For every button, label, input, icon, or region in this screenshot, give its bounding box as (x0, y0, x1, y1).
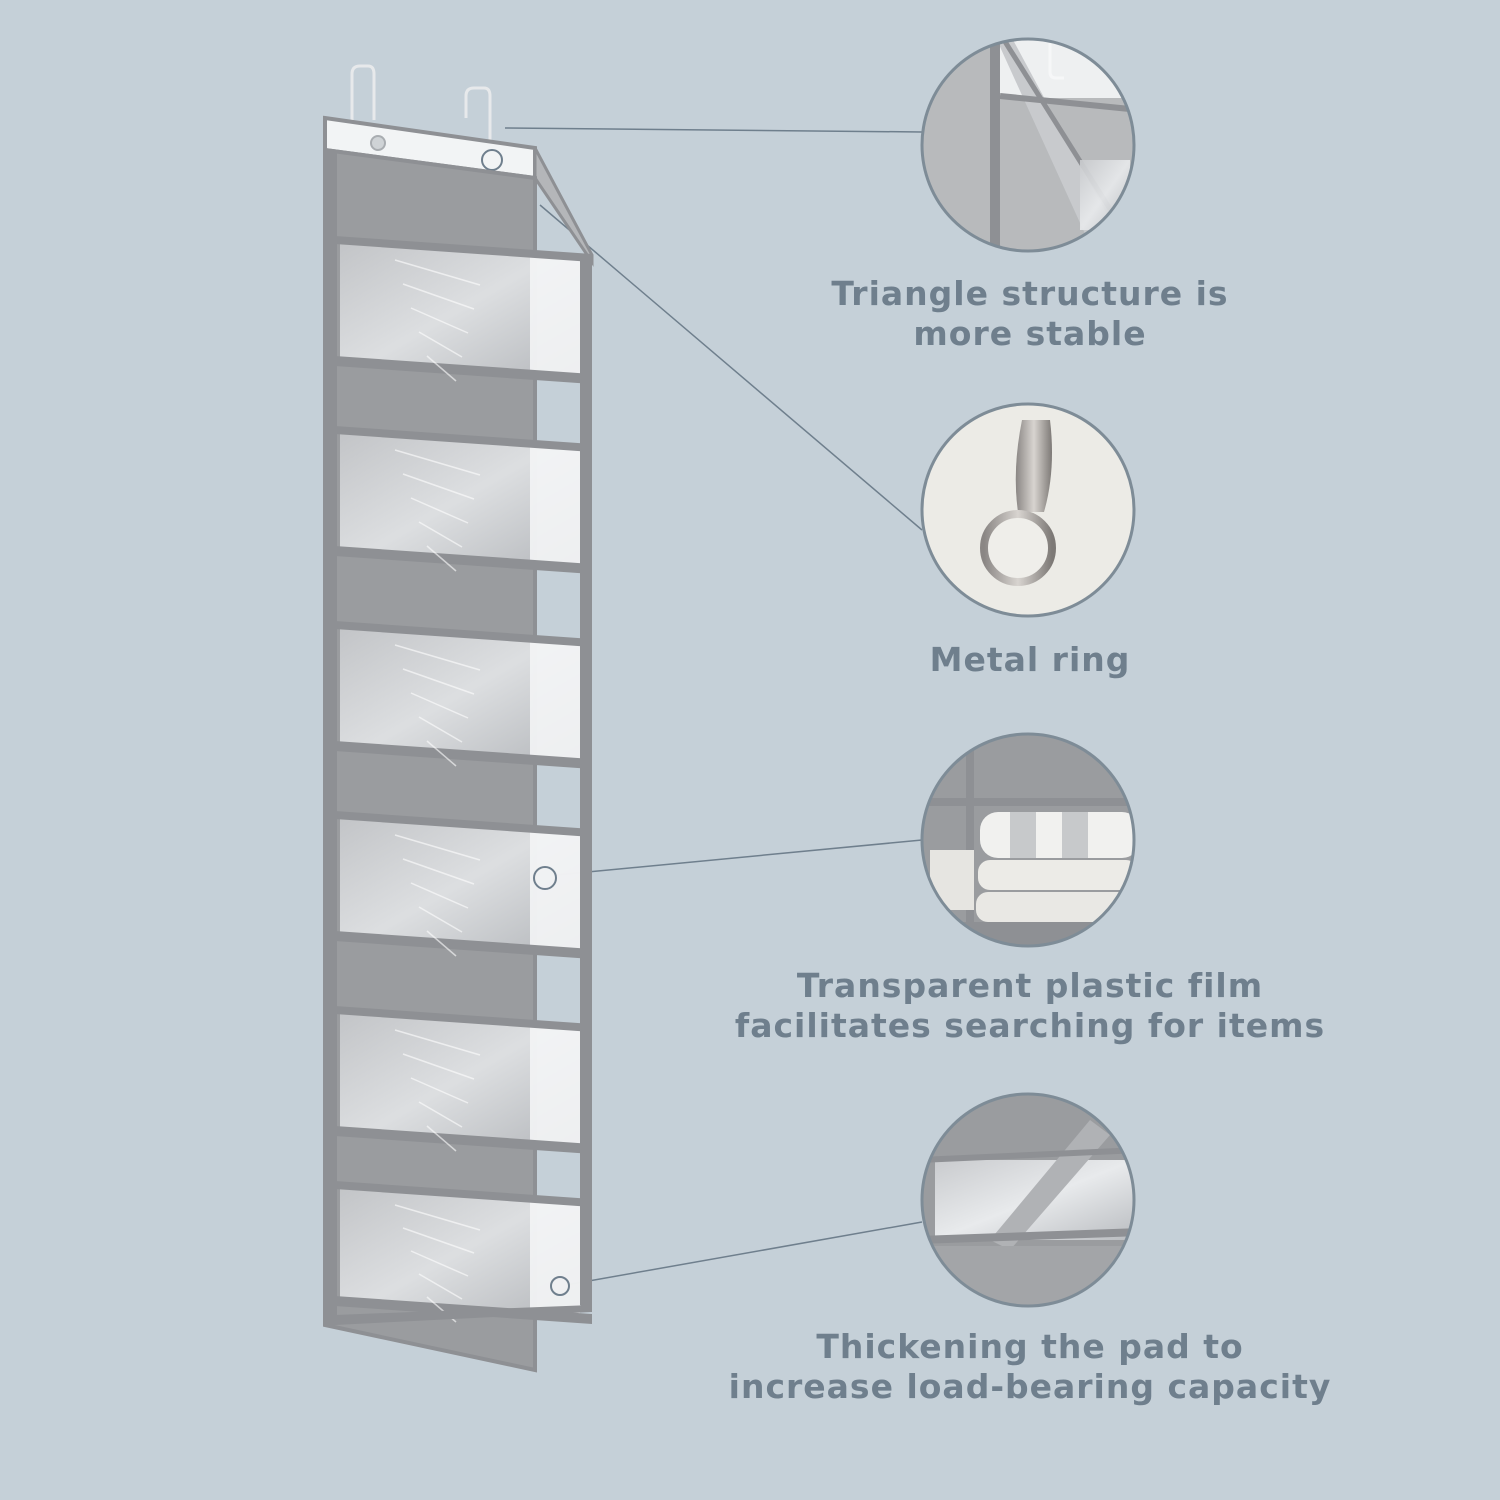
caption-line: Transparent plastic film (796, 966, 1264, 1005)
film-callout-marker (533, 866, 557, 890)
caption-line: Metal ring (929, 640, 1131, 679)
caption-line: more stable (913, 314, 1147, 353)
leader-line-pad (565, 1221, 923, 1286)
pad-callout-marker (550, 1276, 570, 1296)
caption-transparent-film: Transparent plastic film facilitates sea… (700, 966, 1360, 1046)
folded-towels-detail (920, 732, 1136, 948)
triangle-structure-detail (920, 37, 1136, 253)
caption-line: facilitates searching for items (734, 1006, 1326, 1045)
thick-pad-detail (920, 1092, 1136, 1308)
leader-lines (504, 127, 923, 1286)
pocket (335, 426, 592, 574)
hook-right (464, 86, 492, 150)
caption-line: increase load-bearing capacity (728, 1367, 1332, 1406)
pocket-stack (335, 236, 592, 1324)
pocket (335, 1181, 592, 1324)
pocket (335, 236, 592, 384)
door-hooks (350, 64, 492, 150)
leader-line-film (555, 839, 923, 876)
caption-line: Triangle structure is (831, 274, 1229, 313)
caption-metal-ring: Metal ring (700, 640, 1360, 680)
leader-line-triangle (504, 127, 923, 133)
ring-callout-marker (481, 149, 503, 171)
caption-line: Thickening the pad to (816, 1327, 1244, 1366)
door-organizer (323, 115, 594, 1373)
metal-ring-detail (920, 402, 1136, 618)
pocket (335, 621, 592, 769)
caption-thick-pad: Thickening the pad to increase load-bear… (700, 1327, 1360, 1407)
pocket (335, 1006, 592, 1154)
hook-left (350, 64, 376, 120)
pocket (335, 811, 592, 959)
leader-line-ring (539, 204, 923, 531)
caption-triangle-structure: Triangle structure is more stable (700, 274, 1360, 354)
